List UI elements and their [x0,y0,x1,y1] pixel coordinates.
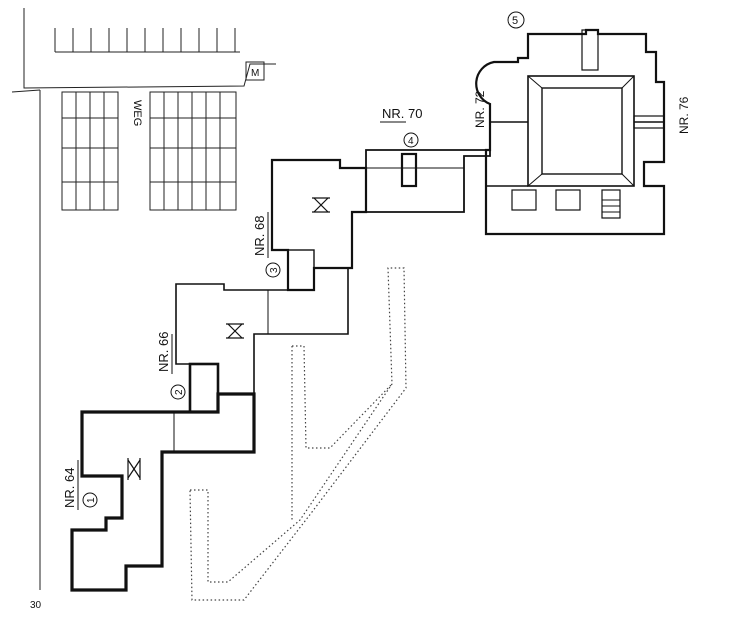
label-nr-76: NR. 76 [677,96,691,134]
section-marker-2 [226,323,244,339]
building-nr-64 [70,392,256,592]
section-markers [127,197,330,480]
utility-box-label: M [251,68,259,79]
circled-numbers: 1 2 3 4 5 [82,11,525,508]
label-nr-68: NR. 68 [252,216,267,256]
house-number-labels: NR. 64 NR. 66 NR. 68 NR. 70 NR. 72 NR. 7… [62,90,691,510]
building-complex-5 [475,28,666,236]
building-nr-70 [365,149,491,213]
parking-area [11,8,276,590]
page-number: 30 [30,600,42,611]
svg-text:3: 3 [269,267,280,273]
svg-text:4: 4 [408,136,414,147]
svg-text:2: 2 [174,389,185,395]
circle-marker-2 [170,384,186,400]
footpaths [189,267,407,601]
circle-marker-4 [403,132,419,148]
svg-text:1: 1 [86,497,97,503]
building-nr-68 [270,158,368,292]
circle-marker-5 [507,11,525,29]
svg-text:5: 5 [512,15,518,27]
circle-marker-1 [82,492,98,508]
building-nr-66 [175,267,349,414]
label-nr-64: NR. 64 [62,468,77,508]
label-nr-72: NR. 72 [473,90,487,128]
street-label: WEG [131,100,143,126]
section-marker-1 [127,458,141,480]
label-nr-70: NR. 70 [382,106,422,121]
circle-marker-3 [265,262,281,278]
label-nr-66: NR. 66 [156,332,171,372]
section-marker-3 [312,197,330,213]
